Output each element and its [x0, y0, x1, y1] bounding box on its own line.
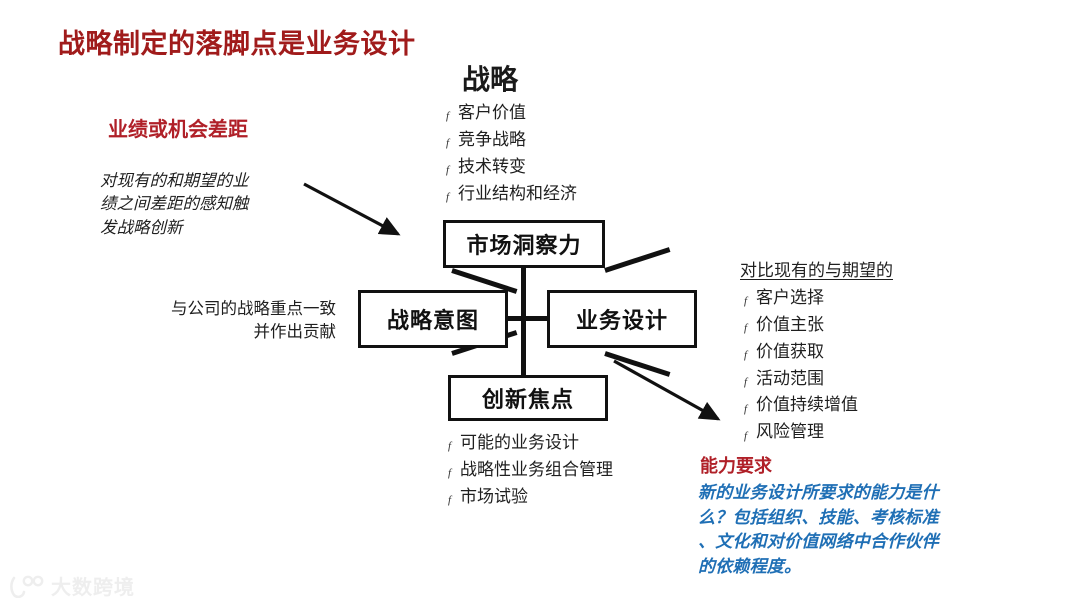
list-item-label: 价值主张: [756, 314, 824, 334]
alignment-note: 与公司的战略重点一致 并作出贡献: [118, 298, 336, 345]
list-item-label: 战略性业务组合管理: [460, 459, 613, 479]
capability-note-line: 新的业务设计所要求的能力是什: [698, 483, 939, 502]
list-item: f 活动范围: [744, 366, 858, 393]
bullet-icon: f: [448, 440, 452, 453]
list-item-label: 行业结构和经济: [458, 183, 577, 203]
list-item: f 战略性业务组合管理: [448, 457, 613, 484]
alignment-note-line: 与公司的战略重点一致: [171, 300, 336, 318]
list-item-label: 客户选择: [756, 288, 824, 307]
node-label: 市场洞察力: [466, 233, 582, 258]
watermark: 大数跨境: [10, 571, 135, 600]
gap-heading: 业绩或机会差距: [108, 119, 248, 141]
capability-note: 新的业务设计所要求的能力是什 么？包括组织、技能、考核标准 、文化和对价值网络中…: [698, 481, 1018, 580]
list-item: f 竞争战略: [446, 127, 577, 154]
node-strategic-intent[interactable]: 战略意图: [358, 290, 508, 348]
bullet-icon: f: [744, 295, 748, 308]
list-item-label: 技术转变: [458, 156, 526, 176]
bullet-icon: f: [744, 376, 748, 389]
bullet-icon: f: [446, 137, 450, 150]
connector-top-right: [604, 247, 671, 273]
page-title: 战略制定的落脚点是业务设计: [58, 29, 416, 59]
node-label: 业务设计: [575, 308, 668, 333]
node-business-design[interactable]: 业务设计: [547, 290, 697, 348]
node-label: 创新焦点: [481, 387, 574, 412]
capability-heading: 能力要求: [700, 456, 772, 476]
strategy-bullet-list: f 客户价值 f 竞争战略 f 技术转变 f 行业结构和经济: [446, 100, 577, 207]
arrow-design-to-capability: [613, 359, 721, 421]
bullet-icon: f: [744, 429, 748, 442]
list-item: f 行业结构和经济: [446, 181, 577, 208]
innovation-bullet-list: f 可能的业务设计 f 战略性业务组合管理 f 市场试验: [448, 430, 613, 511]
connector-vertical: [521, 268, 526, 378]
bullet-icon: f: [446, 164, 450, 177]
list-item-label: 市场试验: [460, 486, 528, 506]
gap-note: 对现有的和期望的业 绩之间差距的感知触 发战略创新: [100, 170, 315, 240]
list-item-label: 价值获取: [756, 341, 824, 361]
compare-heading: 对比现有的与期望的: [740, 261, 893, 280]
list-item-label: 可能的业务设计: [460, 433, 579, 452]
alignment-note-line: 并作出贡献: [253, 323, 337, 342]
bullet-icon: f: [448, 494, 452, 507]
list-item-label: 客户价值: [458, 103, 526, 122]
gap-note-line: 绩之间差距的感知触: [100, 195, 249, 214]
list-item: f 可能的业务设计: [448, 430, 613, 457]
watermark-label: 大数跨境: [51, 577, 135, 599]
bullet-icon: f: [448, 467, 452, 480]
connector-horizontal: [503, 316, 549, 321]
node-market-insight[interactable]: 市场洞察力: [443, 220, 605, 268]
node-label: 战略意图: [386, 308, 479, 333]
watermark-logo-icon: [10, 575, 44, 598]
list-item-label: 竞争战略: [458, 129, 526, 149]
bullet-icon: f: [744, 402, 748, 415]
list-item: f 价值获取: [744, 339, 858, 366]
gap-note-line: 对现有的和期望的业: [100, 172, 249, 190]
list-item: f 技术转变: [446, 154, 577, 181]
list-item: f 客户价值: [446, 100, 577, 127]
bullet-icon: f: [744, 349, 748, 362]
list-item: f 风险管理: [744, 419, 858, 446]
strategy-heading: 战略: [462, 64, 519, 95]
list-item-label: 价值持续增值: [756, 395, 858, 415]
bullet-icon: f: [446, 191, 450, 204]
bullet-icon: f: [446, 110, 450, 123]
list-item: f 客户选择: [744, 285, 858, 312]
capability-note-line: 、文化和对价值网络中合作伙伴: [698, 532, 939, 552]
list-item-label: 活动范围: [756, 368, 824, 388]
gap-note-line: 发战略创新: [100, 218, 183, 237]
list-item-label: 风险管理: [756, 422, 824, 442]
bullet-icon: f: [744, 322, 748, 335]
capability-note-line: 么？包括组织、技能、考核标准: [698, 507, 939, 527]
list-item: f 市场试验: [448, 484, 613, 511]
node-innovation-focus[interactable]: 创新焦点: [448, 375, 608, 421]
compare-bullet-list: f 客户选择 f 价值主张 f 价值获取 f 活动范围 f 价值持续增值 f 风…: [744, 285, 858, 446]
arrow-gap-to-insight: [303, 182, 401, 236]
list-item: f 价值主张: [744, 312, 858, 339]
capability-note-line: 的依赖程度。: [698, 556, 802, 576]
list-item: f 价值持续增值: [744, 392, 858, 419]
